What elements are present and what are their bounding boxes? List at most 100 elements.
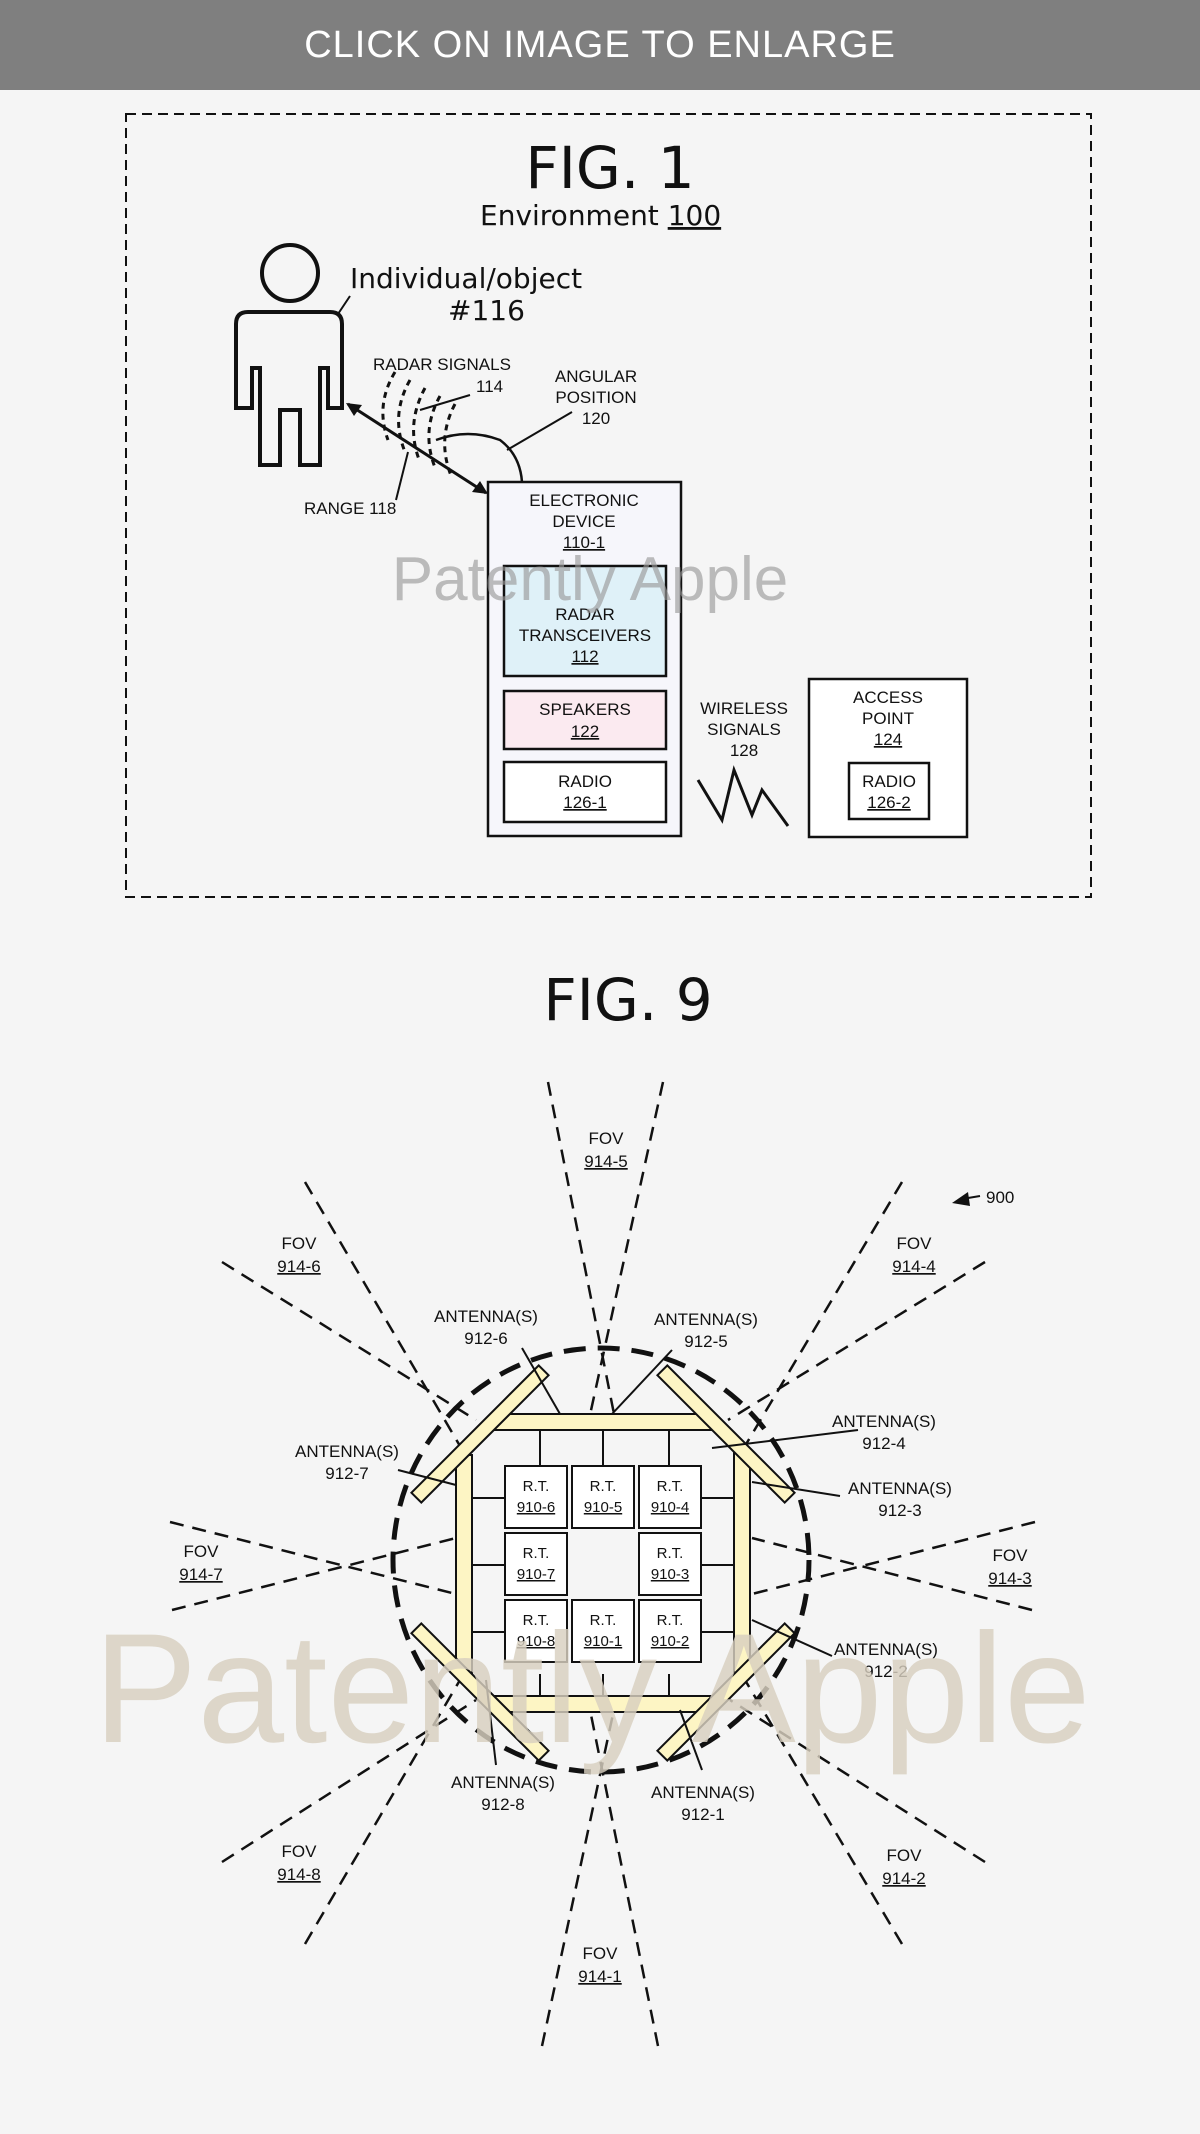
range-arrow [347, 402, 487, 495]
radar-tx-label-1: RADAR [555, 605, 615, 624]
antenna-912-5-label: ANTENNA(S) [654, 1310, 758, 1329]
ap-label-1: ACCESS [853, 688, 923, 707]
fig1-watermark: Patently Apple [392, 545, 788, 614]
person-label-line2: #116 [448, 294, 525, 327]
fov-line-5 [751, 1520, 1036, 1596]
svg-text:FOV: FOV [589, 1129, 625, 1148]
antenna-912-8-num: 912-8 [481, 1795, 524, 1814]
svg-text:910-8: 910-8 [517, 1633, 555, 1650]
antenna-912-3-num: 912-3 [878, 1501, 921, 1520]
rt-connector-lines [472, 1430, 734, 1696]
antenna-bars [409, 1363, 797, 1763]
fig1-title: FIG. 1 [525, 134, 694, 202]
angular-position-label-1: ANGULAR [555, 367, 637, 386]
fig1-diagram: FIG. 1 Environment 100 Individual/object… [125, 113, 1092, 898]
fig1-dashed-border [125, 113, 1092, 898]
fov-label-914-7: FOV 914-7 [179, 1542, 222, 1584]
svg-text:914-6: 914-6 [277, 1257, 320, 1276]
svg-text:910-2: 910-2 [651, 1633, 689, 1650]
svg-text:FOV: FOV [282, 1234, 318, 1253]
fov-line-3 [743, 1181, 904, 1447]
click-to-enlarge-banner[interactable]: CLICK ON IMAGE TO ENLARGE [0, 0, 1200, 90]
wireless-num: 128 [730, 741, 758, 760]
ap-label-2: POINT [862, 709, 914, 728]
person-icon [234, 243, 344, 467]
radar-transceivers-box [502, 564, 668, 678]
svg-text:R.T.: R.T. [523, 1545, 550, 1562]
fov-label-914-8: FOV 914-8 [277, 1842, 320, 1884]
svg-text:910-6: 910-6 [517, 1499, 555, 1516]
fov-line-9 [586, 1699, 660, 2047]
wireless-label-1: WIRELESS [700, 699, 788, 718]
svg-text:R.T.: R.T. [657, 1545, 684, 1562]
antenna-912-6-label: ANTENNA(S) [434, 1307, 538, 1326]
svg-text:910-5: 910-5 [584, 1499, 622, 1516]
svg-text:FOV: FOV [993, 1546, 1029, 1565]
fov-line-16 [303, 1181, 462, 1447]
svg-text:R.T.: R.T. [523, 1612, 550, 1629]
fov-label-914-4: FOV 914-4 [892, 1234, 935, 1276]
rt-cell-1: R.T. 910-1 [571, 1599, 635, 1663]
svg-text:FOV: FOV [184, 1542, 220, 1561]
ap-num: 124 [874, 730, 902, 749]
person-label-line1: Individual/object [350, 262, 582, 295]
rt-cell-8: R.T. 910-8 [504, 1599, 568, 1663]
svg-text:914-5: 914-5 [584, 1152, 627, 1171]
angular-position-num: 120 [582, 409, 610, 428]
svg-text:R.T.: R.T. [590, 1478, 617, 1495]
device-label-1: ELECTRONIC [529, 491, 639, 510]
rt-cell-6: R.T. 910-6 [504, 1465, 568, 1529]
fov-line-6 [751, 1536, 1033, 1612]
fov-label-914-2: FOV 914-2 [882, 1846, 925, 1888]
fov-line-15 [221, 1260, 477, 1422]
radio-box [502, 760, 668, 824]
device-label-2: DEVICE [552, 512, 615, 531]
radar-tx-label-2: TRANSCEIVERS [519, 626, 651, 645]
wireless-signal-zigzag [696, 765, 790, 827]
radar-signals-num: 114 [476, 377, 503, 396]
fov-line-4 [727, 1260, 986, 1422]
ap-radio-label: RADIO [862, 772, 916, 791]
svg-text:R.T.: R.T. [590, 1612, 617, 1629]
fov-label-914-6: FOV 914-6 [277, 1234, 320, 1276]
radar-tx-num: 112 [571, 647, 598, 666]
fov-line-13 [169, 1520, 457, 1596]
radio-num: 126-1 [563, 793, 606, 812]
speakers-box [502, 689, 668, 751]
fov-label-914-5: FOV 914-5 [584, 1129, 627, 1171]
svg-text:914-4: 914-4 [892, 1257, 935, 1276]
antenna-912-1-label: ANTENNA(S) [651, 1783, 755, 1802]
svg-text:FOV: FOV [282, 1842, 318, 1861]
radar-signals-label: RADAR SIGNALS [373, 355, 511, 374]
antenna-912-7-num: 912-7 [325, 1464, 368, 1483]
angular-position-label-2: POSITION [555, 388, 636, 407]
svg-text:FOV: FOV [897, 1234, 933, 1253]
angular-position-arc [435, 432, 524, 483]
svg-text:FOV: FOV [887, 1846, 923, 1865]
rt-cell-2: R.T. 910-2 [638, 1599, 702, 1663]
svg-text:914-1: 914-1 [578, 1967, 621, 1986]
range-label: RANGE 118 [304, 499, 396, 518]
antenna-912-5-num: 912-5 [684, 1332, 727, 1351]
rt-cell-3: R.T. 910-3 [638, 1532, 702, 1596]
reference-900: 900 [952, 1188, 1014, 1207]
svg-text:914-7: 914-7 [179, 1565, 222, 1584]
fov-line-14 [171, 1536, 457, 1612]
environment-label: Environment 100 [480, 199, 721, 232]
fov-label-914-3: FOV 914-3 [988, 1546, 1031, 1588]
rt-cell-7: R.T. 910-7 [504, 1532, 568, 1596]
fov-dashed-lines [169, 1081, 1036, 2047]
fig9-title: FIG. 9 [543, 966, 712, 1034]
device-num: 110-1 [563, 533, 605, 552]
svg-text:900: 900 [986, 1188, 1014, 1207]
fov-label-914-1: FOV 914-1 [578, 1944, 621, 1986]
antenna-912-4-num: 912-4 [862, 1434, 905, 1453]
svg-text:FOV: FOV [583, 1944, 619, 1963]
radar-signal-waves [381, 371, 457, 479]
svg-text:914-8: 914-8 [277, 1865, 320, 1884]
wireless-label-2: SIGNALS [707, 720, 781, 739]
antenna-leader-lines [397, 1347, 859, 1771]
svg-text:914-2: 914-2 [882, 1869, 925, 1888]
fov-line-12 [303, 1679, 462, 1945]
